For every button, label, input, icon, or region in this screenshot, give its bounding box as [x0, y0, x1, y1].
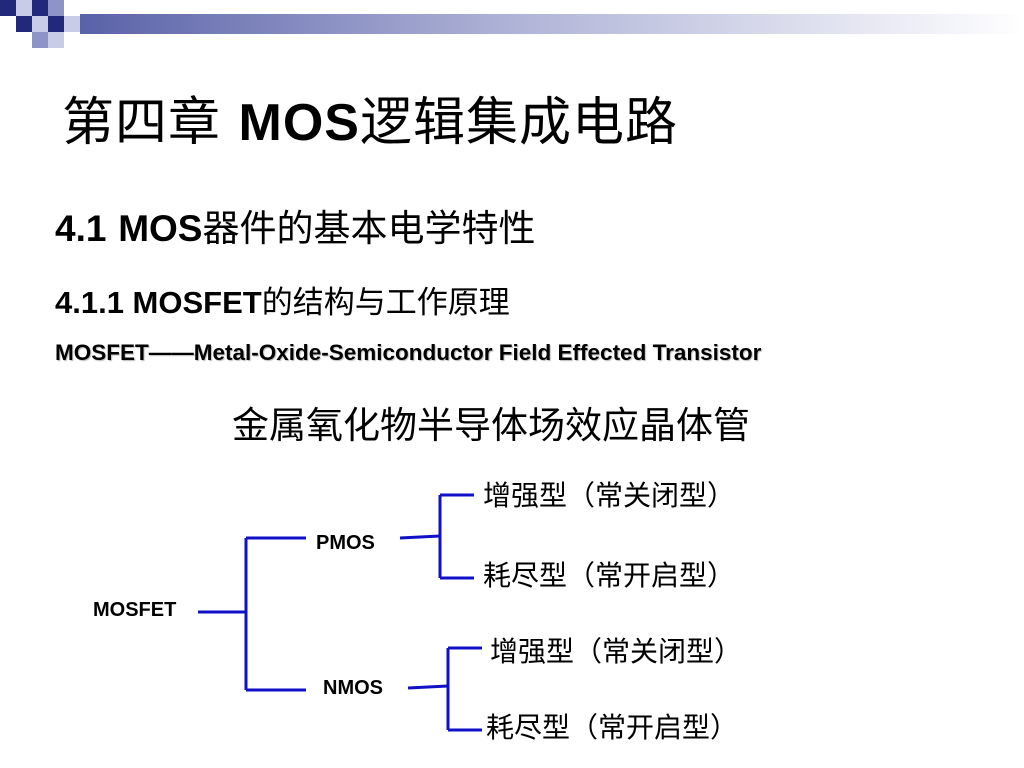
tree-leaf-pmos-enhancement: 增强型（常关闭型）: [483, 479, 736, 512]
pmos-stem: [399, 534, 441, 540]
section-mos: MOS: [118, 208, 203, 249]
tree-node-pmos: PMOS: [316, 532, 375, 554]
tree-leaf-pmos-depletion: 耗尽型（常开启型）: [483, 559, 736, 592]
header-decoration: [0, 0, 1024, 50]
mosfet-chinese-name: 金属氧化物半导体场效应晶体管: [232, 404, 750, 447]
subsection-number: 4.1.1 MOSFET: [55, 285, 262, 320]
tree-leaf-nmos-depletion: 耗尽型（常开启型）: [486, 711, 739, 744]
nmos-stem: [407, 684, 449, 690]
tree-root-mosfet: MOSFET: [93, 599, 177, 621]
section-title: 器件的基本电学特性: [202, 207, 536, 250]
mosfet-fullname: MOSFET——Metal-Oxide-Semiconductor Field …: [55, 340, 762, 365]
section-number: 4.1: [55, 208, 107, 249]
page-title: 第四章 MOS逻辑集成电路: [62, 80, 678, 155]
title-chapter: 第四章: [62, 93, 222, 153]
title-rest: 逻辑集成电路: [360, 93, 679, 153]
tree-leaf-nmos-enhancement: 增强型（常关闭型）: [490, 635, 743, 668]
section-heading: 4.1 MOS器件的基本电学特性: [55, 198, 535, 252]
title-mos: MOS: [238, 94, 360, 152]
header-decoration-graphic: [0, 0, 1024, 48]
subsection-title: 的结构与工作原理: [261, 285, 510, 321]
tree-node-nmos: NMOS: [323, 677, 383, 699]
subsection-heading: 4.1.1 MOSFET的结构与工作原理: [55, 277, 510, 322]
